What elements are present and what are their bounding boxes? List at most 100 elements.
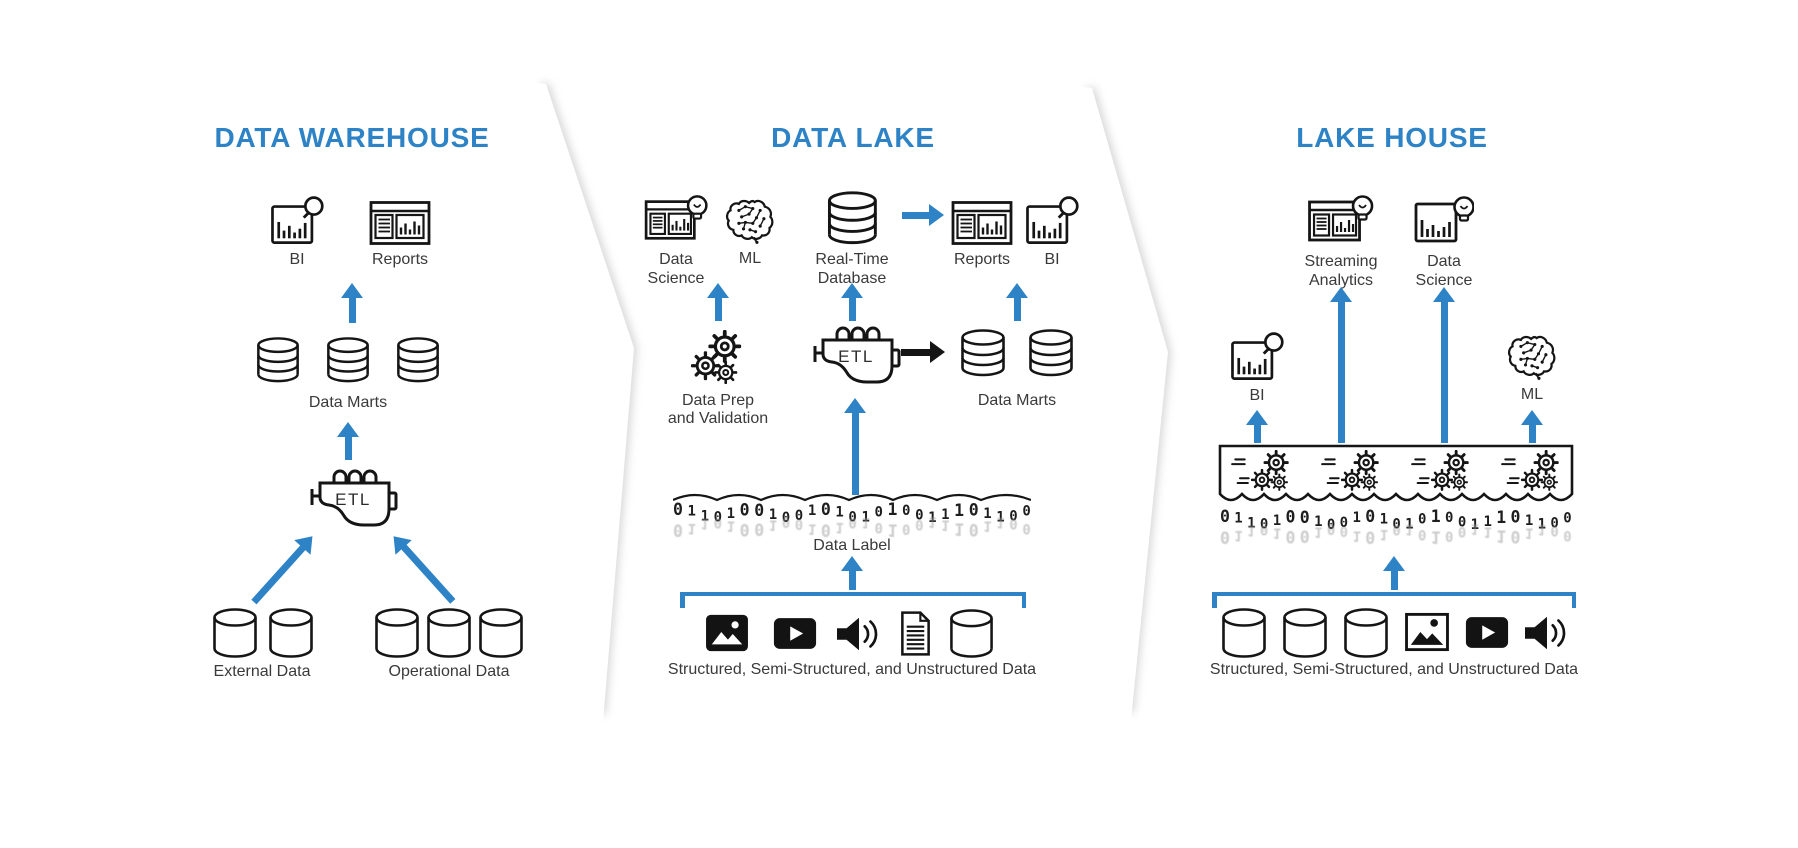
bi-label: BI	[1044, 251, 1060, 268]
database-icon	[395, 336, 441, 384]
bi-label: BI	[1249, 387, 1265, 404]
data-science-label-line1: Data	[659, 251, 693, 268]
database-icon	[948, 608, 995, 659]
data-prep-label: Data Prep and Validation	[668, 392, 768, 428]
arrow-up-icon	[1005, 283, 1029, 321]
data-marts-label: Data Marts	[308, 394, 388, 411]
bi-icon	[1230, 332, 1284, 382]
streaming-label-line2: Analytics	[1308, 271, 1374, 289]
arrow-up-icon	[840, 556, 864, 590]
data-prep-label-line2: and Validation	[667, 410, 769, 427]
lakehouse-data-science-node: Data Science	[1414, 192, 1474, 291]
ml-label: ML	[1520, 386, 1544, 403]
arrow-up-icon	[706, 283, 730, 321]
data-science-chart-icon	[1414, 192, 1474, 248]
arrow-diagonal-icon	[245, 528, 322, 609]
group-bracket	[680, 591, 1026, 611]
database-icon	[1220, 607, 1268, 659]
realtime-db-label-line2: Database	[817, 269, 887, 287]
video-icon	[1464, 615, 1510, 650]
data-prep-label-line1: Data Prep	[681, 392, 755, 409]
lakehouse-title: LAKE HOUSE	[1296, 122, 1488, 153]
processing-gears-box	[1218, 444, 1574, 516]
bi-icon	[270, 196, 324, 246]
database-icon	[325, 336, 371, 384]
arrow-up-icon	[840, 283, 864, 321]
etl-node: ETL	[302, 463, 402, 546]
lakehouse-ml-node: ML	[1507, 334, 1557, 405]
lakehouse-sources-label: Structured, Semi-Structured, and Unstruc…	[1209, 661, 1579, 678]
lake-realtime-db-node: Real-Time Database	[815, 190, 889, 289]
data-science-label-line2: Science	[1415, 271, 1473, 289]
lake-bi-node: BI	[1025, 196, 1079, 270]
arrow-diagonal-icon	[385, 528, 462, 609]
reports-icon	[369, 200, 431, 246]
reports-icon	[951, 200, 1013, 246]
database-icon	[267, 607, 315, 659]
data-science-label: Data Science	[648, 251, 705, 289]
external-data-label: External Data	[213, 663, 311, 680]
database-icon	[477, 607, 525, 659]
arrow-up-icon	[1382, 556, 1406, 590]
streaming-analytics-window-icon	[1308, 192, 1374, 248]
etl-label: ETL	[838, 346, 874, 366]
video-icon	[772, 616, 818, 651]
lake-ml-node: ML	[725, 198, 775, 269]
realtime-db-label-line1: Real-Time	[815, 251, 889, 268]
audio-speaker-icon	[833, 612, 885, 656]
lake-title: DATA LAKE	[771, 122, 935, 153]
database-icon	[425, 607, 473, 659]
document-icon	[898, 610, 933, 657]
warehouse-bi-node: BI	[270, 196, 324, 270]
data-marts-label: Data Marts	[977, 392, 1057, 409]
arrow-right-icon	[902, 203, 944, 227]
image-icon	[704, 613, 750, 653]
database-icon	[255, 336, 301, 384]
data-science-label-line1: Data	[1427, 253, 1461, 270]
arrow-up-icon	[1329, 287, 1353, 443]
realtime-db-label: Real-Time Database	[815, 251, 888, 289]
arrow-up-icon	[336, 422, 360, 460]
database-icon	[373, 607, 421, 659]
arrow-right-icon	[901, 340, 945, 364]
lakehouse-bi-node: BI	[1230, 332, 1284, 406]
streaming-analytics-node: Streaming Analytics	[1305, 192, 1378, 291]
lake-data-science-node: Data Science	[644, 192, 708, 289]
bi-icon	[1025, 196, 1079, 246]
group-bracket	[1212, 591, 1576, 611]
lake-reports-node: Reports	[951, 200, 1013, 270]
database-icon	[1281, 607, 1329, 659]
warehouse-title: DATA WAREHOUSE	[214, 122, 490, 153]
arrow-up-icon	[1245, 410, 1269, 443]
arrow-up-icon	[340, 283, 364, 323]
database-icon	[1342, 607, 1390, 659]
database-icon	[1026, 328, 1076, 378]
data-science-label-line2: Science	[647, 269, 705, 287]
operational-data-label: Operational Data	[388, 663, 510, 680]
warehouse-reports-node: Reports	[369, 200, 431, 270]
database-icon	[825, 190, 879, 246]
arrow-up-icon	[843, 398, 867, 495]
ml-label: ML	[738, 250, 762, 267]
etl-node: ETL	[805, 320, 905, 403]
reports-label: Reports	[371, 251, 429, 268]
audio-speaker-icon	[1521, 611, 1573, 655]
reports-label: Reports	[953, 251, 1011, 268]
arrow-up-icon	[1520, 410, 1544, 443]
database-icon	[211, 607, 259, 659]
data-science-window-icon	[644, 192, 708, 246]
ml-brain-icon	[1507, 334, 1557, 381]
lake-sources-label: Structured, Semi-Structured, and Unstruc…	[667, 661, 1037, 678]
bi-label: BI	[289, 251, 305, 268]
ml-brain-icon	[725, 198, 775, 245]
image-icon	[1404, 612, 1450, 652]
gears-icon	[689, 330, 747, 386]
streaming-analytics-label: Streaming Analytics	[1305, 253, 1378, 291]
database-icon	[958, 328, 1008, 378]
arrow-up-icon	[1432, 287, 1456, 443]
